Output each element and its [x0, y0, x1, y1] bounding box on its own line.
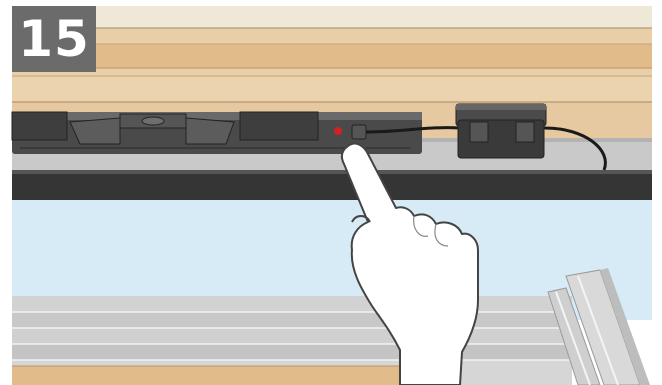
blind-slats: [12, 296, 572, 385]
connector-port: [352, 125, 366, 139]
step-number-badge: 15: [12, 6, 96, 72]
cable-clip-icon: [456, 104, 546, 158]
red-led-indicator-icon: [334, 127, 342, 135]
